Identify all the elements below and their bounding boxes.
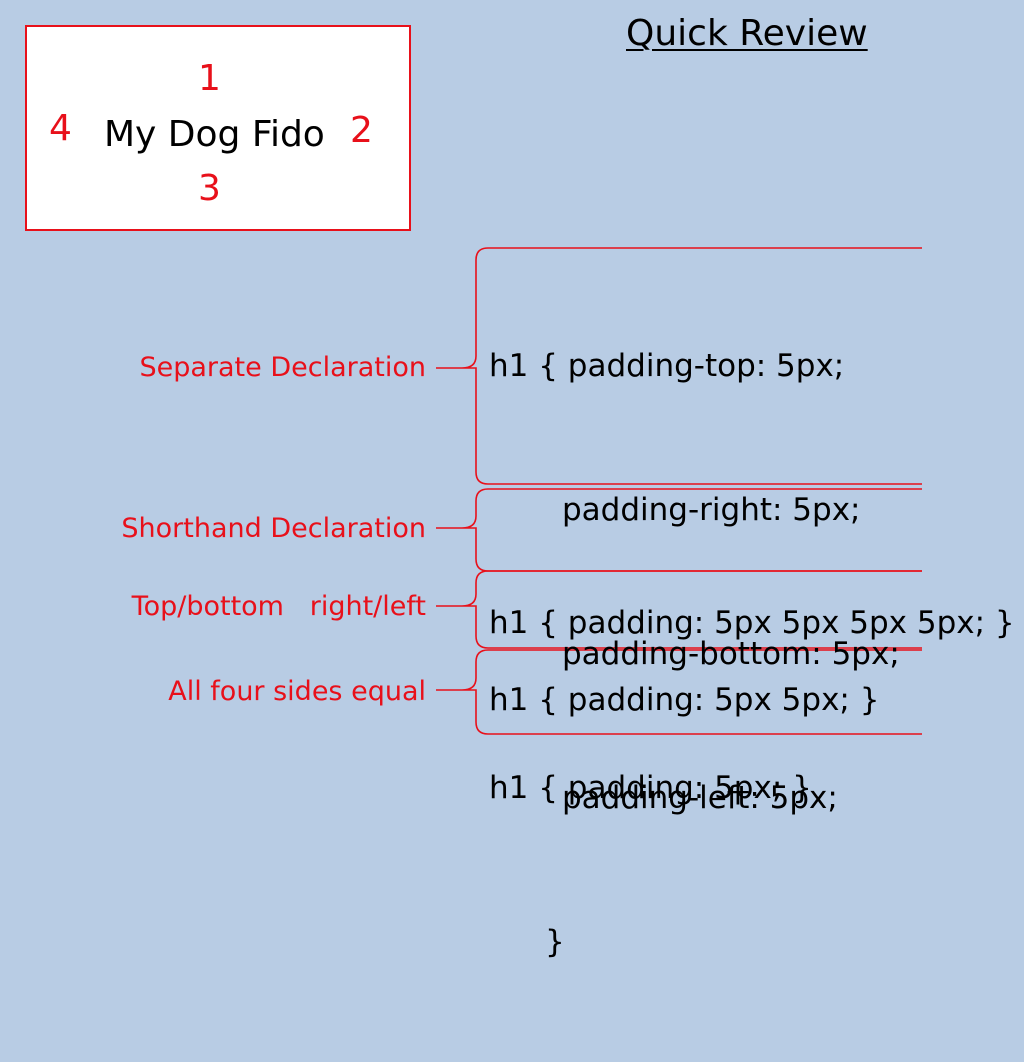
padding-right-number: 2 — [350, 110, 373, 151]
brace-top-bottom — [436, 570, 922, 649]
code-block-shorthand: h1 { padding: 5px 5px 5px 5px; } — [489, 503, 1015, 743]
section-label-separate: Separate Declaration — [139, 352, 426, 383]
code-block-all-sides: h1 { padding: 5px; } — [489, 668, 812, 908]
brace-shorthand — [436, 488, 922, 572]
padding-left-number: 4 — [49, 108, 72, 149]
padding-diagram-box: 1 2 3 4 My Dog Fido — [25, 25, 411, 231]
code-line: h1 { padding: 5px 5px 5px 5px; } — [489, 605, 1015, 641]
section-label-top-bottom: Top/bottom right/left — [131, 591, 426, 622]
code-line: h1 { padding: 5px; } — [489, 770, 812, 806]
brace-separate — [436, 247, 922, 485]
code-line: h1 { padding: 5px 5px; } — [489, 682, 880, 718]
code-line: } — [545, 924, 565, 960]
code-block-top-bottom: h1 { padding: 5px 5px; } — [489, 580, 879, 820]
code-line: padding-bottom: 5px; — [562, 636, 900, 672]
diagram-content-text: My Dog Fido — [104, 114, 325, 155]
padding-bottom-number: 3 — [198, 168, 221, 209]
slide-title: Quick Review — [626, 13, 868, 54]
section-label-shorthand: Shorthand Declaration — [121, 513, 426, 544]
code-line: h1 { padding-top: 5px; — [489, 348, 845, 384]
brace-all-sides — [435, 649, 922, 735]
section-label-all-sides: All four sides equal — [168, 676, 426, 707]
brace-connectors — [435, 247, 922, 735]
padding-top-number: 1 — [198, 58, 221, 99]
code-line: padding-right: 5px; — [562, 492, 861, 528]
